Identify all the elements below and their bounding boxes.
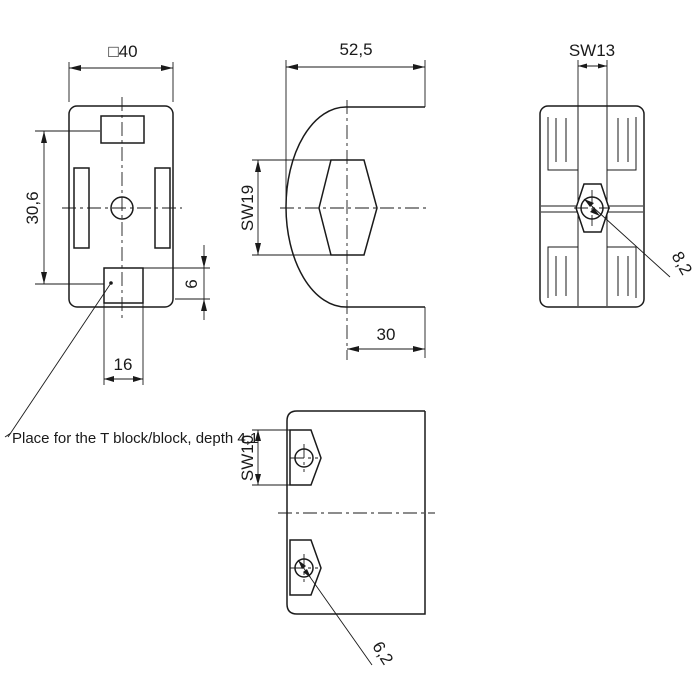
note-leader-dot — [109, 281, 113, 285]
lower-hex-pocket — [289, 539, 322, 596]
dim-16-arrow-left — [104, 376, 114, 382]
dim-16-label: 16 — [114, 355, 133, 374]
dim-82-arrow-b — [590, 208, 600, 216]
dim-sw13-label: SW13 — [569, 41, 615, 60]
right-view: SW13 8,2 — [539, 41, 696, 308]
dim-sw19-arrow-bottom — [255, 243, 261, 255]
dim-6-arrow-top — [201, 256, 207, 268]
slot-tl-outer — [547, 117, 578, 171]
dim-82-label: 8,2 — [668, 248, 696, 278]
dim-306-arrow-bottom — [41, 272, 47, 284]
side-view: 52,5 SW19 30 — [238, 40, 430, 360]
bottom-view-outline — [286, 410, 426, 615]
dim-82-leader — [583, 198, 671, 278]
slot-br-outer — [607, 246, 637, 298]
dim-525-arrow-left — [286, 64, 298, 70]
dim-40-label: □40 — [108, 42, 137, 61]
dim-sw19-arrow-top — [255, 160, 261, 172]
dim-sw19-label: SW19 — [238, 185, 257, 231]
tblock-note: Place for the T block/block, depth 4,1 — [12, 430, 258, 447]
dim-30-arrow-right — [413, 346, 425, 352]
top-slot — [100, 115, 145, 144]
dim-sw13-arrow-right — [598, 63, 607, 69]
tblock-slot — [103, 267, 144, 304]
dim-525-label: 52,5 — [339, 40, 372, 59]
upper-hex-pocket — [289, 429, 322, 486]
note-leader-tick — [4, 432, 12, 438]
right-view-outline — [539, 105, 645, 308]
note-leader — [7, 282, 112, 438]
front-view: □40 30,6 6 16 Place for the T block/bloc… — [4, 42, 258, 447]
slot-tr-outer — [607, 117, 637, 171]
side-view-outline — [285, 106, 425, 308]
dim-82-arrow-a — [584, 199, 594, 207]
dim-sw13-arrow-left — [578, 63, 587, 69]
dim-30-label: 30 — [377, 325, 396, 344]
dim-62-arrow-b — [303, 569, 311, 578]
dim-62-label: 6,2 — [368, 638, 397, 668]
dim-62-arrow-a — [298, 560, 306, 569]
dim-sw10-arrow-top — [255, 430, 261, 441]
dim-40-arrow-right — [161, 65, 173, 71]
dim-306-arrow-top — [41, 131, 47, 143]
dim-306-label: 30,6 — [23, 191, 42, 224]
dim-16-arrow-right — [133, 376, 143, 382]
bottom-view: SW10 6,2 — [238, 410, 435, 668]
dim-sw10-label: SW10 — [238, 435, 257, 481]
dim-sw10-arrow-bottom — [255, 474, 261, 485]
slot-bl-outer — [547, 246, 578, 298]
dim-40-arrow-left — [69, 65, 81, 71]
front-view-outline — [68, 105, 174, 308]
dim-6-arrow-bottom — [201, 299, 207, 311]
hex-socket — [318, 159, 378, 256]
dim-525-arrow-right — [413, 64, 425, 70]
dim-6-label: 6 — [182, 279, 201, 288]
dim-30-arrow-left — [347, 346, 359, 352]
